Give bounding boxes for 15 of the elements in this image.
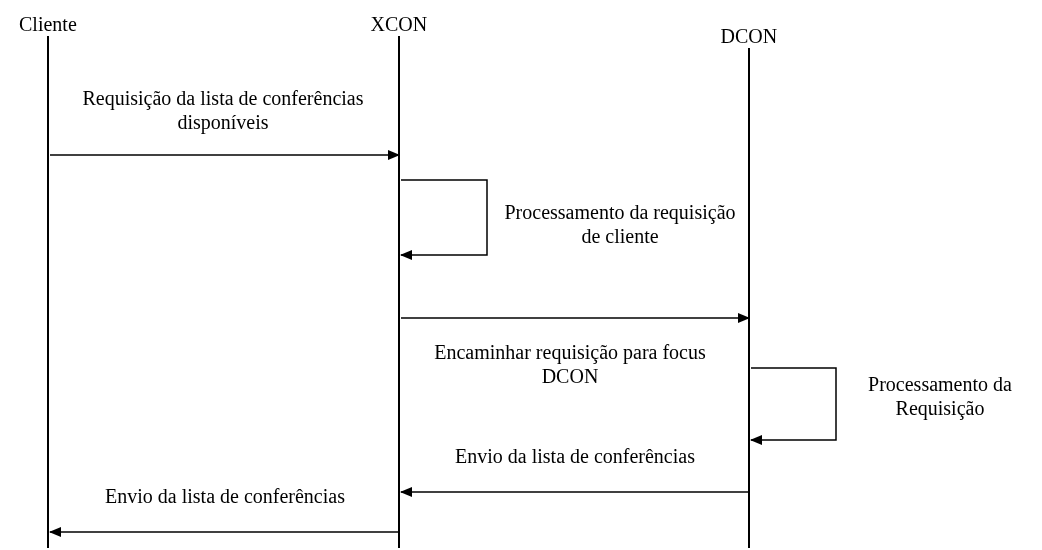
message-label: Envio da lista de conferências xyxy=(454,444,696,468)
message-arrow xyxy=(400,313,750,323)
message-label: Processamento da Requisição xyxy=(867,372,1013,420)
message-arrow xyxy=(49,527,400,537)
participant-name: XCON xyxy=(370,12,428,36)
message-label: Envio da lista de conferências xyxy=(104,484,346,508)
message-arrow xyxy=(400,487,750,497)
participant-name: DCON xyxy=(720,24,778,48)
self-message-arrow xyxy=(750,367,837,445)
message-label: Encaminhar requisição para focus DCON xyxy=(433,340,707,388)
message-arrow xyxy=(49,150,400,160)
participant-name: Cliente xyxy=(19,12,77,36)
message-label: Processamento da requisição de cliente xyxy=(503,200,737,248)
message-label: Requisição da lista de conferências disponíveis xyxy=(81,86,365,134)
self-message-arrow xyxy=(400,179,488,260)
